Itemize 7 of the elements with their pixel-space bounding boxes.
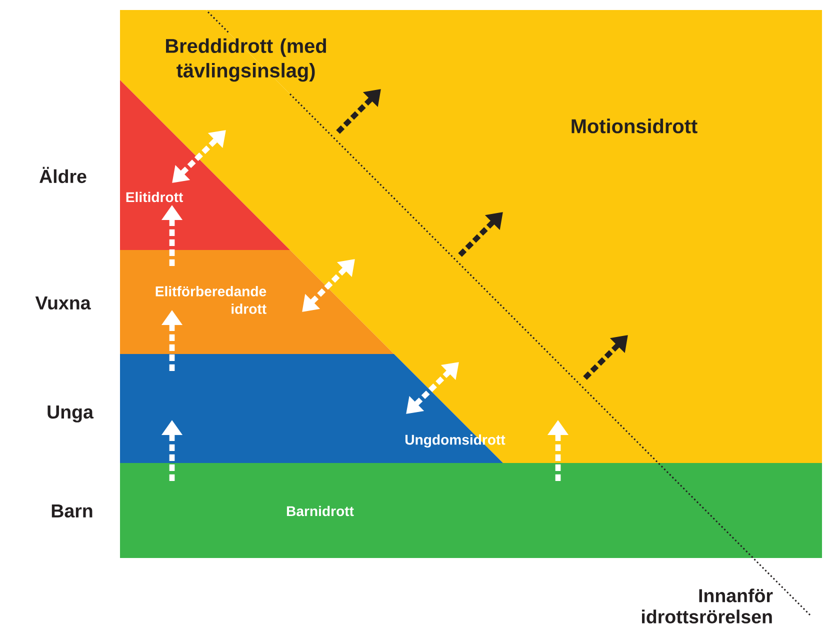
axis-label: Äldre [40,166,86,184]
axis-label: Vuxna [35,296,91,310]
axis-label: Unga [48,406,94,422]
axis-label: Barn [52,504,92,518]
sport-region: Elitförberedande idrott [120,250,394,354]
axis-label: Innanför idrottsrörelsen [642,588,773,624]
sport-region: Barnidrott [120,462,822,558]
